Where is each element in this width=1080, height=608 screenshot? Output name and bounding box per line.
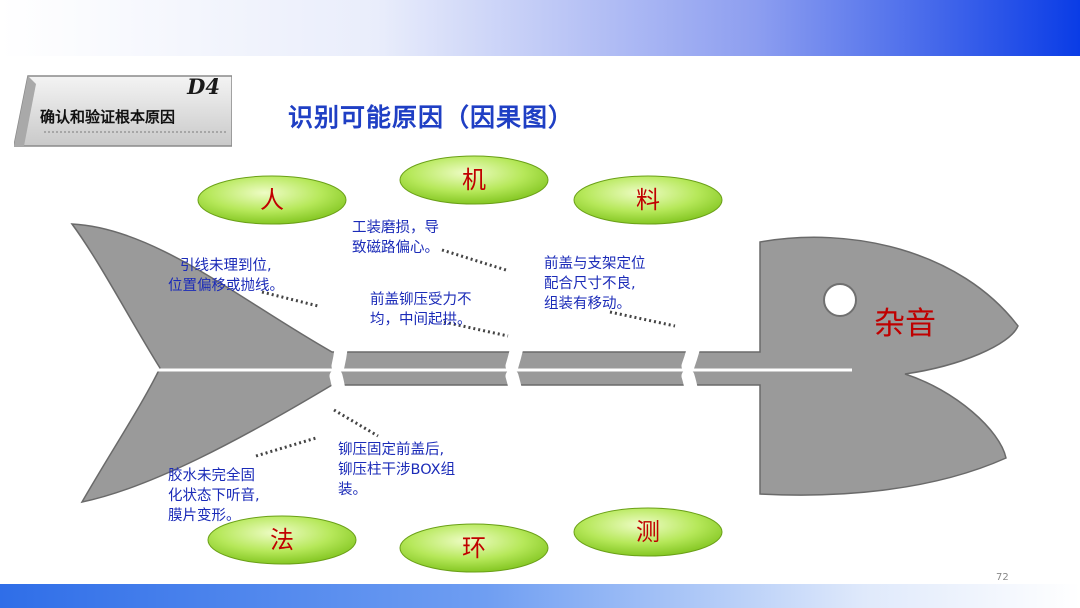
d4-tab-shape	[14, 75, 232, 147]
oval-ren	[197, 175, 347, 225]
cause-line: 装。	[338, 482, 367, 498]
leader-huan	[333, 408, 379, 438]
category-huan: 环	[462, 534, 486, 562]
oval-ji	[399, 155, 549, 205]
oval-ce	[573, 507, 723, 557]
cause-liao: 前盖与支架定位 配合尺寸不良, 组装有移动。	[544, 254, 646, 314]
oval-fa	[207, 515, 357, 565]
fish-body	[70, 223, 1019, 504]
cause-line: 位置偏移或抛线。	[168, 278, 284, 294]
cause-line: 前盖与支架定位	[544, 256, 646, 272]
fish-eye	[823, 283, 857, 317]
bone-ji-upper	[475, 189, 530, 373]
oval-huan	[399, 523, 549, 573]
page-title: 识别可能原因（因果图）	[288, 103, 575, 132]
leader-fa	[255, 436, 317, 458]
leader-ji-2	[443, 320, 509, 338]
cause-line: 铆压固定前盖后,	[338, 442, 445, 458]
cause-line: 引线未理到位,	[180, 258, 272, 274]
cause-fa: 胶水未完全固 化状态下听音, 膜片变形。	[168, 466, 260, 526]
cause-line: 组装有移动。	[544, 296, 631, 312]
oval-liao	[573, 175, 723, 225]
cause-line: 胶水未完全固	[168, 468, 255, 484]
category-fa: 法	[270, 526, 294, 554]
top-gradient-band	[0, 0, 1080, 56]
category-ren: 人	[260, 186, 284, 214]
category-liao: 料	[636, 186, 660, 214]
bone-fa-lower	[285, 369, 348, 531]
page-number: 72	[996, 572, 1009, 583]
cause-line: 配合尺寸不良,	[544, 276, 636, 292]
bottom-gradient-band	[0, 584, 1080, 608]
cause-line: 均，中间起拱。	[370, 312, 472, 328]
cause-line: 前盖铆压受力不	[370, 292, 472, 308]
cause-line: 致磁路偏心。	[352, 240, 439, 256]
effect-label: 杂音	[874, 306, 936, 342]
category-ce: 测	[636, 518, 660, 546]
d4-code: D4	[187, 74, 220, 99]
cause-line: 铆压柱干涉BOX组	[338, 462, 456, 478]
cause-huan: 铆压固定前盖后, 铆压柱干涉BOX组 装。	[338, 440, 455, 500]
cause-ji-1: 工装磨损，导 致磁路偏心。	[352, 218, 439, 258]
category-ji: 机	[462, 166, 486, 194]
leader-ji-1	[441, 248, 507, 272]
cause-ji-2: 前盖铆压受力不 均，中间起拱。	[370, 290, 472, 330]
cause-ren: 引线未理到位, 位置偏移或抛线。	[168, 256, 284, 296]
bone-liao-upper	[647, 203, 706, 373]
bone-huan-lower	[479, 369, 529, 535]
cause-line: 膜片变形。	[168, 508, 241, 524]
leader-liao	[609, 310, 676, 328]
bone-ren-upper	[281, 209, 349, 373]
bone-ce-lower	[651, 369, 703, 519]
cause-line: 化状态下听音,	[168, 488, 260, 504]
cause-line: 工装磨损，导	[352, 220, 439, 236]
d4-label: 确认和验证根本原因	[40, 108, 176, 126]
